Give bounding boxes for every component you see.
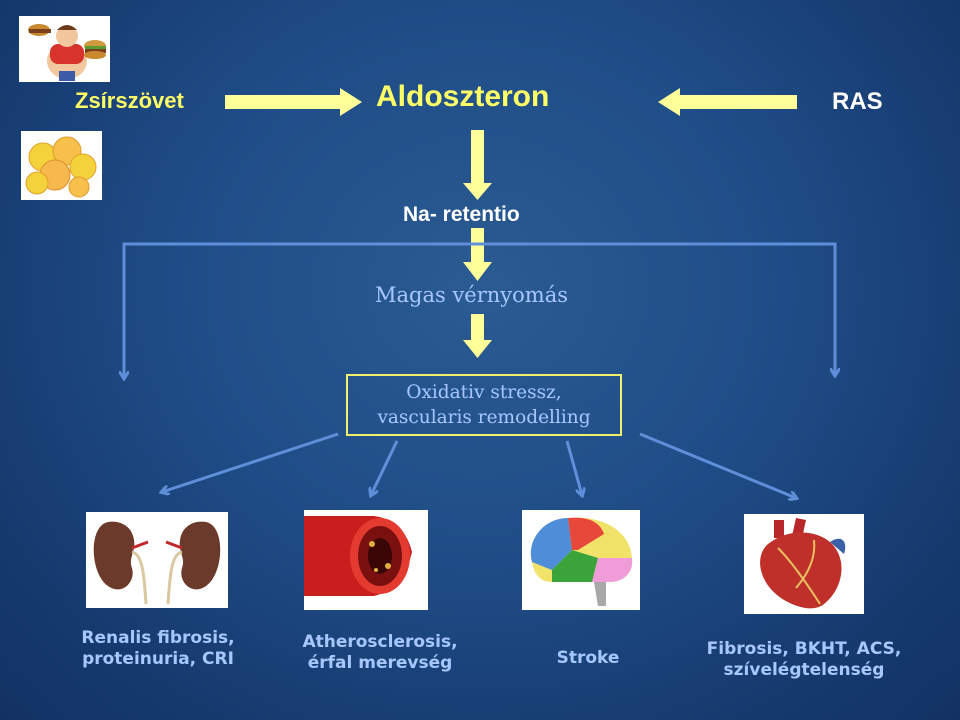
arrow-to-renal — [162, 432, 339, 492]
outcome-athero-line2: érfal merevség — [307, 653, 453, 673]
arrow-to-heart — [639, 432, 796, 498]
arrow-bracket-left — [124, 242, 480, 378]
arrow-to-stroke — [565, 440, 582, 495]
outcome-athero-line1: Atherosclerosis, — [302, 632, 458, 652]
fat-cells-image — [21, 131, 102, 200]
arrow-bracket-right — [480, 242, 835, 375]
obese-person-image — [19, 16, 110, 82]
outcome-heart-line2: szívelégtelenség — [723, 660, 885, 680]
arrow-bp-to-oxidative — [463, 314, 492, 358]
arrow-na-to-bp — [463, 228, 492, 281]
arrow-ras-to-aldosterone — [658, 88, 797, 116]
node-na-retention: Na- retentio — [403, 203, 520, 226]
heart-image — [744, 514, 864, 614]
outcome-renal: Renalis fibrosis, proteinuria, CRI — [72, 628, 244, 670]
kidneys-image — [86, 512, 228, 608]
outcome-athero: Atherosclerosis, érfal merevség — [290, 632, 470, 674]
arrow-aldosterone-to-na — [463, 130, 492, 200]
node-oxidative-stress-box: Oxidativ stressz, vascularis remodelling — [346, 374, 622, 436]
arrow-to-athero — [371, 440, 399, 495]
node-adipose-tissue: Zsírszövet — [75, 88, 184, 113]
outcome-heart-line1: Fibrosis, BKHT, ACS, — [706, 639, 902, 659]
brain-image — [522, 510, 640, 610]
box-line-1: Oxidativ stressz, — [406, 382, 562, 403]
box-line-2: vascularis remodelling — [377, 407, 591, 428]
outcome-stroke: Stroke — [538, 648, 638, 669]
outcome-renal-line1: Renalis fibrosis, — [81, 628, 235, 648]
outcome-stroke-line1: Stroke — [556, 648, 620, 668]
node-ras: RAS — [832, 88, 883, 115]
arrow-fat-to-aldosterone — [225, 88, 362, 116]
node-high-blood-pressure: Magas vérnyomás — [375, 283, 569, 307]
artery-image — [304, 510, 428, 610]
outcome-heart: Fibrosis, BKHT, ACS, szívelégtelenség — [704, 639, 904, 681]
node-aldosterone: Aldoszteron — [376, 80, 550, 113]
outcome-renal-line2: proteinuria, CRI — [82, 649, 234, 669]
